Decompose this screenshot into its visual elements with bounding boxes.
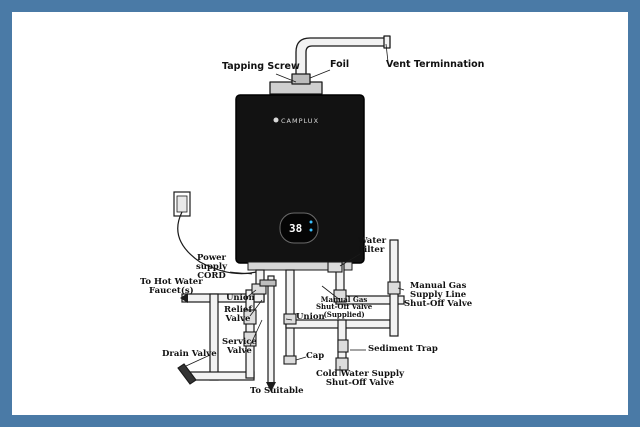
- gas-supply-valve: [387, 281, 401, 295]
- label-foil: Foil: [330, 59, 350, 70]
- leader-water-filter: [339, 253, 361, 267]
- display-value: 38: [289, 222, 303, 235]
- label-water-filter: Water Filter: [358, 237, 386, 255]
- water-filter: [327, 261, 343, 273]
- label-power-supply-line1: Power: [196, 253, 227, 263]
- label-cold-water: Cold Water Supply Shut-Off Valve: [316, 370, 404, 388]
- leader-cap: [295, 356, 307, 361]
- label-gas-supply: Manual Gas Supply Line Shut-Off Valve: [404, 282, 472, 309]
- power-outlet-face: [176, 195, 188, 213]
- label-union-left: Union: [226, 293, 255, 303]
- control-display: [279, 212, 319, 244]
- vent-pipe-end: [383, 35, 391, 49]
- leader-union-center: [285, 318, 293, 321]
- heater-bottom-plate: [247, 261, 353, 271]
- label-service-valve: Service Valve: [222, 338, 257, 356]
- leader-gas-supply: [397, 287, 405, 291]
- label-gas-supply-line1: Manual Gas: [409, 281, 467, 291]
- to-suitable-arrow: [266, 382, 276, 392]
- union-fitting-left: [251, 283, 267, 295]
- display-dot-icon-2: [309, 228, 313, 232]
- label-union-center: Union: [296, 312, 325, 322]
- leader-vent: [385, 43, 389, 63]
- label-gas-supply-line2: Supply Line: [410, 289, 467, 300]
- label-water-filter-line2: Filter: [358, 244, 385, 255]
- cap-fitting: [283, 355, 297, 365]
- leader-tapping-screw: [275, 73, 297, 83]
- leader-union-left: [245, 289, 257, 299]
- label-manual-gas-valve-line1: Manual Gas: [320, 295, 368, 304]
- label-manual-gas-valve-line3: (Supplied): [323, 309, 365, 319]
- label-vent-termination: Vent Terminnation: [386, 59, 485, 70]
- to-suitable-pipe: [267, 275, 275, 385]
- label-service-valve-line2: Valve: [226, 345, 252, 356]
- drain-valve-handle: [177, 363, 197, 385]
- leader-power-cord: [229, 271, 253, 275]
- label-hot-water-line2: Faucet(s): [149, 285, 194, 296]
- leader-relief: [249, 299, 263, 317]
- hot-water-drop: [209, 293, 219, 381]
- leader-gas-valve: [321, 285, 341, 301]
- label-service-valve-line1: Service: [222, 337, 257, 347]
- drain-horizontal: [187, 371, 255, 381]
- label-hot-water-line1: To Hot Water: [140, 277, 203, 287]
- union-fitting-center: [283, 313, 297, 325]
- leader-service: [249, 319, 263, 347]
- drop-logo-icon: [273, 117, 279, 123]
- label-power-supply: Power supply CORD: [196, 254, 227, 281]
- label-cap: Cap: [306, 351, 325, 361]
- power-cord: [177, 211, 257, 275]
- vent-foil-band: [291, 73, 311, 85]
- relief-valve: [243, 309, 257, 325]
- display-dot-icon: [309, 220, 313, 224]
- label-cold-water-line2: Shut-Off Valve: [325, 377, 395, 388]
- label-relief-valve-line2: Valve: [225, 313, 251, 324]
- label-water-filter-line1: Water: [358, 236, 387, 246]
- label-tapping-screw: Tapping Screw: [222, 61, 300, 72]
- label-drain-valve: Drain Valve: [162, 349, 217, 359]
- sediment-trap: [337, 339, 349, 353]
- hot-water-arrow: [180, 293, 188, 303]
- label-power-supply-line2: supply: [196, 261, 228, 272]
- leader-foil: [309, 69, 331, 79]
- label-sediment-trap: Sediment Trap: [368, 344, 438, 354]
- relief-valve-lever: [259, 279, 277, 287]
- leader-drain: [185, 354, 211, 367]
- label-cold-water-line1: Cold Water Supply: [316, 369, 405, 379]
- heater-brand: CAMPLUX: [281, 117, 320, 125]
- label-power-supply-line3: CORD: [197, 270, 226, 281]
- label-manual-gas-valve: Manual Gas Shut-Off Valve (Supplied): [316, 296, 372, 318]
- label-relief-valve-line1: Relief: [224, 305, 252, 315]
- label-gas-supply-line3: Shut-Off Valve: [404, 298, 473, 309]
- label-to-suitable: To Suitable: [250, 386, 304, 396]
- label-hot-water: To Hot Water Faucet(s): [140, 278, 203, 296]
- label-manual-gas-valve-line2: Shut-Off Valve: [316, 302, 373, 312]
- label-relief-valve: Relief Valve: [224, 306, 252, 324]
- gas-shutoff-valve: [333, 289, 347, 303]
- cold-water-shutoff-valve: [335, 357, 349, 371]
